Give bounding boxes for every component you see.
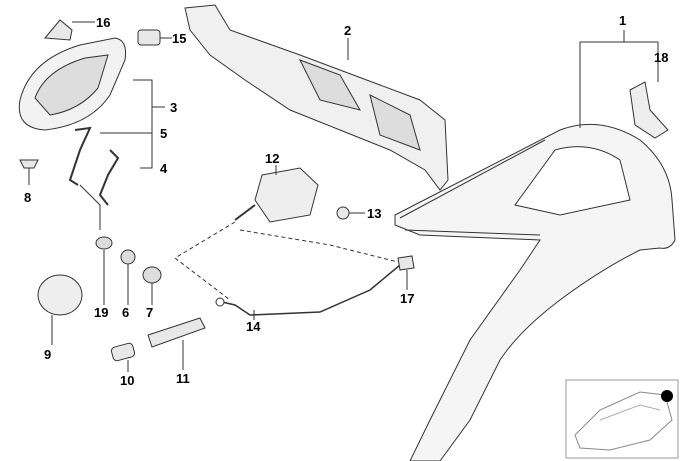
callout-6: 6 [122,305,130,320]
part-4 [98,149,120,206]
part-11 [147,317,206,348]
part-6 [120,249,136,265]
bracket-18 [629,81,669,139]
callout-3: 3 [170,100,178,115]
actuator-12 [254,167,319,223]
part-7 [142,266,162,284]
callout-1: 1 [619,13,627,28]
callout-8: 8 [24,190,32,205]
callout-4: 4 [160,161,168,176]
callout-16: 16 [96,15,111,30]
callout-19: 19 [94,305,109,320]
fuel-cap-9 [37,274,83,316]
rear-panel-2 [184,4,449,191]
callout-11: 11 [176,371,190,386]
callout-17: 17 [400,291,415,306]
callout-5: 5 [160,126,168,141]
locator-inset [565,379,679,459]
part-17 [397,255,415,271]
callout-7: 7 [146,305,154,320]
part-16 [43,19,73,41]
callout-2: 2 [344,23,352,38]
callout-15: 15 [172,31,187,46]
part-5 [68,126,92,186]
callout-14: 14 [246,319,261,334]
callout-12: 12 [265,151,280,166]
part-19 [95,236,113,250]
callout-13: 13 [367,206,382,221]
part-8 [19,159,39,185]
callout-10: 10 [120,373,135,388]
part-10 [110,342,136,362]
side-panel [394,123,676,461]
callout-18: 18 [654,50,669,65]
cable-14 [221,264,401,316]
callout-9: 9 [44,347,52,362]
